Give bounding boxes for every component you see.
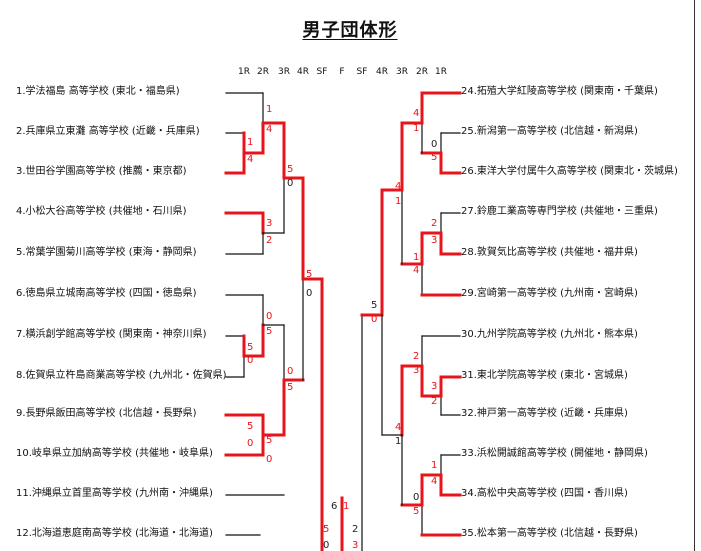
match-score: 5 bbox=[323, 524, 329, 535]
team-entry: 2.兵庫県立東灘 高等学校 (近畿・兵庫県) bbox=[16, 126, 200, 137]
match-score: 5 bbox=[413, 506, 419, 517]
team-entry: 33.浜松開誠館高等学校 (開催地・静岡県) bbox=[461, 448, 648, 459]
match-score: 5 bbox=[266, 326, 272, 337]
match-score: 3 bbox=[431, 235, 437, 246]
match-score: 0 bbox=[413, 492, 419, 503]
team-entry: 10.岐阜県立加納高等学校 (共催地・岐阜県) bbox=[16, 448, 213, 459]
match-score: 1 bbox=[266, 104, 272, 115]
match-score: 3 bbox=[431, 381, 437, 392]
team-entry: 27.鈴鹿工業高等専門学校 (共催地・三重県) bbox=[461, 206, 658, 217]
team-entry: 9.長野県飯田高等学校 (北信越・長野県) bbox=[16, 408, 197, 419]
round-label: F bbox=[339, 67, 345, 77]
match-score: 3 bbox=[413, 365, 419, 376]
team-entry: 7.横浜創学館高等学校 (関東南・神奈川県) bbox=[16, 329, 207, 340]
match-score: 5 bbox=[287, 164, 293, 175]
team-entry: 35.松本第一高等学校 (北信越・長野県) bbox=[461, 528, 638, 539]
match-score: 2 bbox=[352, 524, 358, 535]
round-label: 2R bbox=[257, 67, 269, 77]
match-score: 0 bbox=[306, 288, 312, 299]
match-score: 4 bbox=[247, 154, 253, 165]
match-score: 3 bbox=[352, 540, 358, 551]
round-label: 2R bbox=[416, 67, 428, 77]
match-score: 5 bbox=[431, 152, 437, 163]
match-score: 3 bbox=[266, 218, 272, 229]
round-label: SF bbox=[356, 67, 368, 77]
page-edge-divider bbox=[694, 0, 695, 551]
page-title: 男子団体形 bbox=[302, 20, 398, 41]
team-entry: 12.北海道恵庭南高等学校 (北海道・北海道) bbox=[16, 528, 213, 539]
match-score: 1 bbox=[247, 137, 253, 148]
team-entry: 30.九州学院高等学校 (九州北・熊本県) bbox=[461, 329, 638, 340]
match-score: 0 bbox=[431, 139, 437, 150]
team-entry: 5.常葉学園菊川高等学校 (東海・静岡県) bbox=[16, 247, 197, 258]
team-entry: 8.佐賀県立杵島商業高等学校 (九州北・佐賀県) bbox=[16, 370, 227, 381]
match-score: 1 bbox=[413, 123, 419, 134]
match-score: 4 bbox=[413, 108, 419, 119]
round-label: 3R bbox=[278, 67, 290, 77]
match-score: 1 bbox=[431, 460, 437, 471]
match-score: 1 bbox=[395, 196, 401, 207]
round-label: 3R bbox=[396, 67, 408, 77]
team-entry: 11.沖縄県立首里高等学校 (九州南・沖縄県) bbox=[16, 488, 213, 499]
team-entry: 31.東北学院高等学校 (東北・宮城県) bbox=[461, 370, 628, 381]
round-label: 1R bbox=[238, 67, 250, 77]
round-label: 4R bbox=[376, 67, 388, 77]
team-entry: 28.敦賀気比高等学校 (共催地・福井県) bbox=[461, 247, 638, 258]
round-label: 1R bbox=[435, 67, 447, 77]
match-score: 5 bbox=[287, 382, 293, 393]
match-score: 2 bbox=[266, 235, 272, 246]
match-score: 6 bbox=[331, 501, 337, 512]
team-entry: 6.徳島県立城南高等学校 (四国・徳島県) bbox=[16, 288, 197, 299]
round-label: 4R bbox=[297, 67, 309, 77]
match-score: 1 bbox=[343, 501, 349, 512]
match-score: 1 bbox=[395, 436, 401, 447]
match-score: 0 bbox=[266, 311, 272, 322]
match-score: 4 bbox=[395, 181, 401, 192]
match-score: 0 bbox=[287, 178, 293, 189]
team-entry: 3.世田谷学園高等学校 (推薦・東京都) bbox=[16, 166, 187, 177]
match-score: 4 bbox=[266, 124, 272, 135]
match-score: 5 bbox=[247, 421, 253, 432]
match-score: 5 bbox=[247, 342, 253, 353]
match-score: 2 bbox=[413, 351, 419, 362]
match-score: 0 bbox=[323, 540, 329, 551]
team-entry: 24.拓殖大学紅陵高等学校 (関東南・千葉県) bbox=[461, 86, 658, 97]
team-entry: 25.新潟第一高等学校 (北信越・新潟県) bbox=[461, 126, 638, 137]
team-entry: 34.高松中央高等学校 (四国・香川県) bbox=[461, 488, 628, 499]
team-entry: 1.学法福島 高等学校 (東北・福島県) bbox=[16, 86, 180, 97]
match-score: 4 bbox=[413, 265, 419, 276]
match-score: 0 bbox=[247, 355, 253, 366]
round-label: SF bbox=[316, 67, 328, 77]
match-score: 4 bbox=[395, 422, 401, 433]
match-score: 5 bbox=[266, 435, 272, 446]
match-score: 0 bbox=[247, 438, 253, 449]
team-entry: 32.神戸第一高等学校 (近畿・兵庫県) bbox=[461, 408, 628, 419]
match-score: 5 bbox=[306, 269, 312, 280]
match-score: 0 bbox=[287, 366, 293, 377]
match-score: 0 bbox=[266, 454, 272, 465]
match-score: 1 bbox=[413, 252, 419, 263]
match-score: 5 bbox=[371, 300, 377, 311]
match-score: 2 bbox=[431, 218, 437, 229]
match-score: 2 bbox=[431, 396, 437, 407]
team-entry: 4.小松大谷高等学校 (共催地・石川県) bbox=[16, 206, 187, 217]
match-score: 4 bbox=[431, 476, 437, 487]
team-entry: 29.宮崎第一高等学校 (九州南・宮崎県) bbox=[461, 288, 638, 299]
match-score: 0 bbox=[371, 314, 377, 325]
team-entry: 26.東洋大学付属牛久高等学校 (関東北・茨城県) bbox=[461, 166, 678, 177]
